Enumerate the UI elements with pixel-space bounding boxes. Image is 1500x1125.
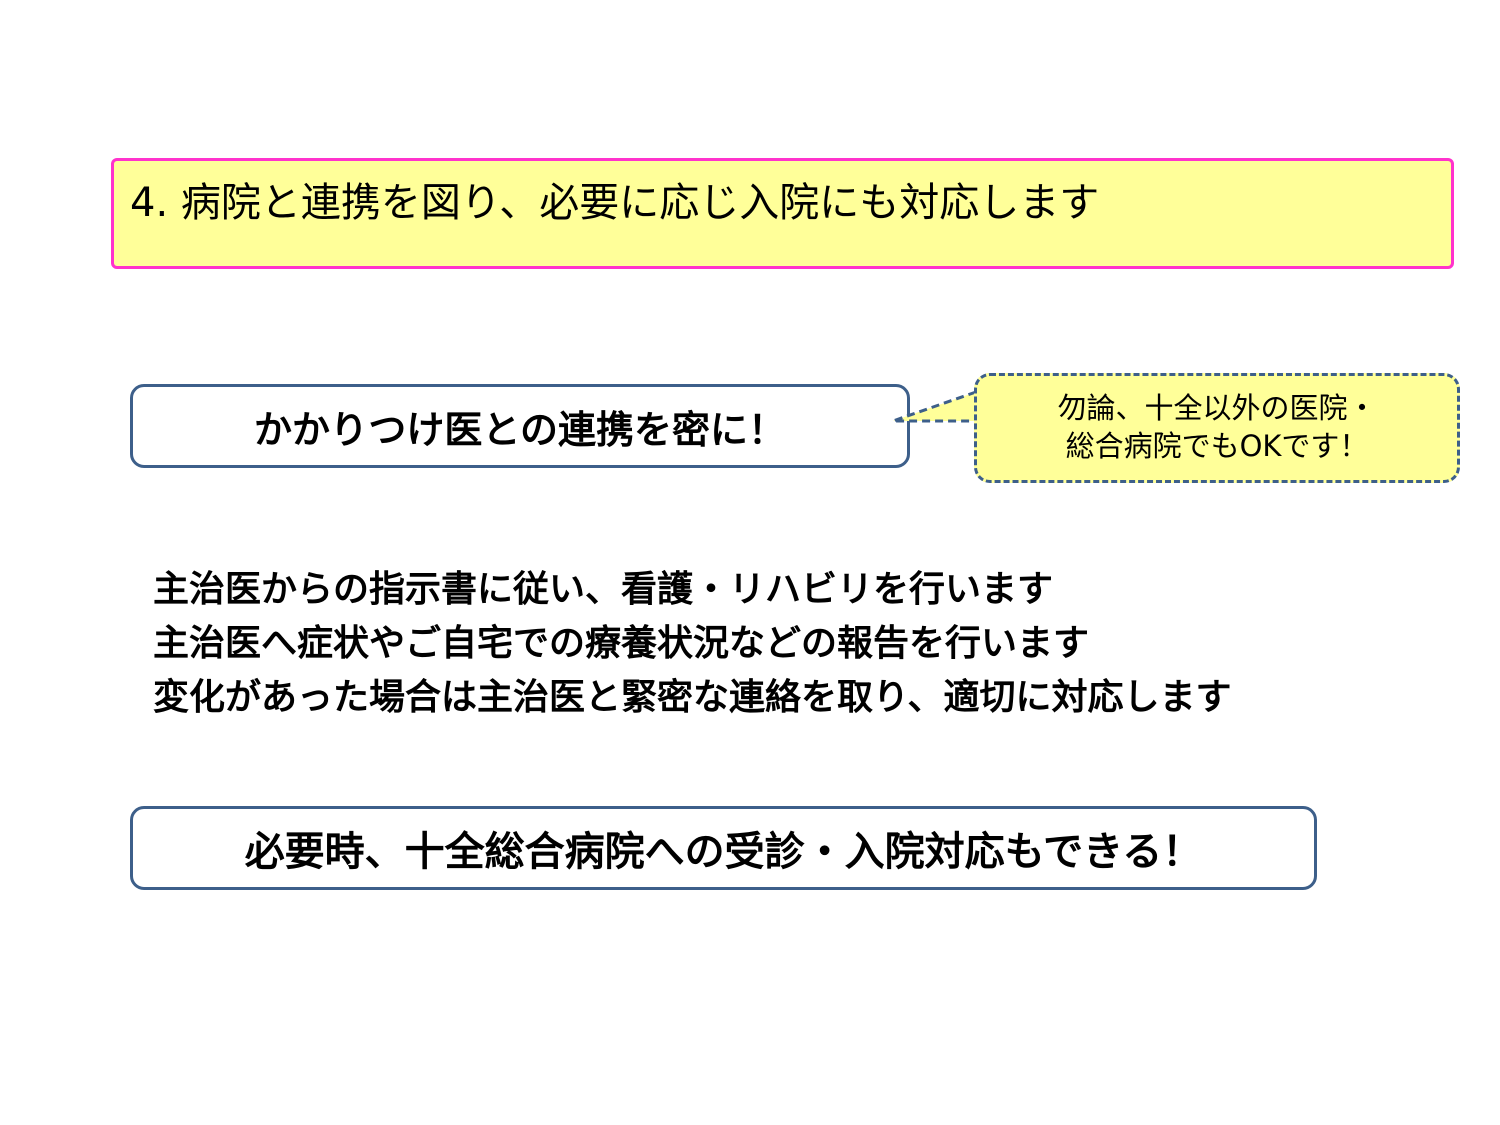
description-line-2: 主治医へ症状やご自宅での療養状況などの報告を行います xyxy=(153,623,1090,664)
hospital-support-box: 必要時、十全総合病院への受診・入院対応もできる！ xyxy=(130,806,1317,890)
description-line-3: 変化があった場合は主治医と緊密な連絡を取り、適切に対応します xyxy=(153,677,1232,718)
title-banner: 4. 病院と連携を図り、必要に応じ入院にも対応します xyxy=(111,158,1454,269)
page-title: 4. 病院と連携を図り、必要に応じ入院にも対応します xyxy=(130,179,1100,226)
callout-line-2: 総合病院でもOKです！ xyxy=(1065,429,1369,463)
family-doctor-box: かかりつけ医との連携を密に！ xyxy=(130,384,910,468)
description-list: 主治医からの指示書に従い、看護・リハビリを行います 主治医へ症状やご自宅での療養… xyxy=(153,563,1232,725)
family-doctor-label: かかりつけ医との連携を密に！ xyxy=(253,407,786,452)
hospital-support-label: 必要時、十全総合病院への受診・入院対応もできる！ xyxy=(244,829,1203,875)
description-line-1: 主治医からの指示書に従い、看護・リハビリを行います xyxy=(153,569,1054,610)
callout-line-1: 勿論、十全以外の医院・ xyxy=(1057,391,1377,426)
callout-note: 勿論、十全以外の医院・ 総合病院でもOKです！ xyxy=(974,373,1460,483)
